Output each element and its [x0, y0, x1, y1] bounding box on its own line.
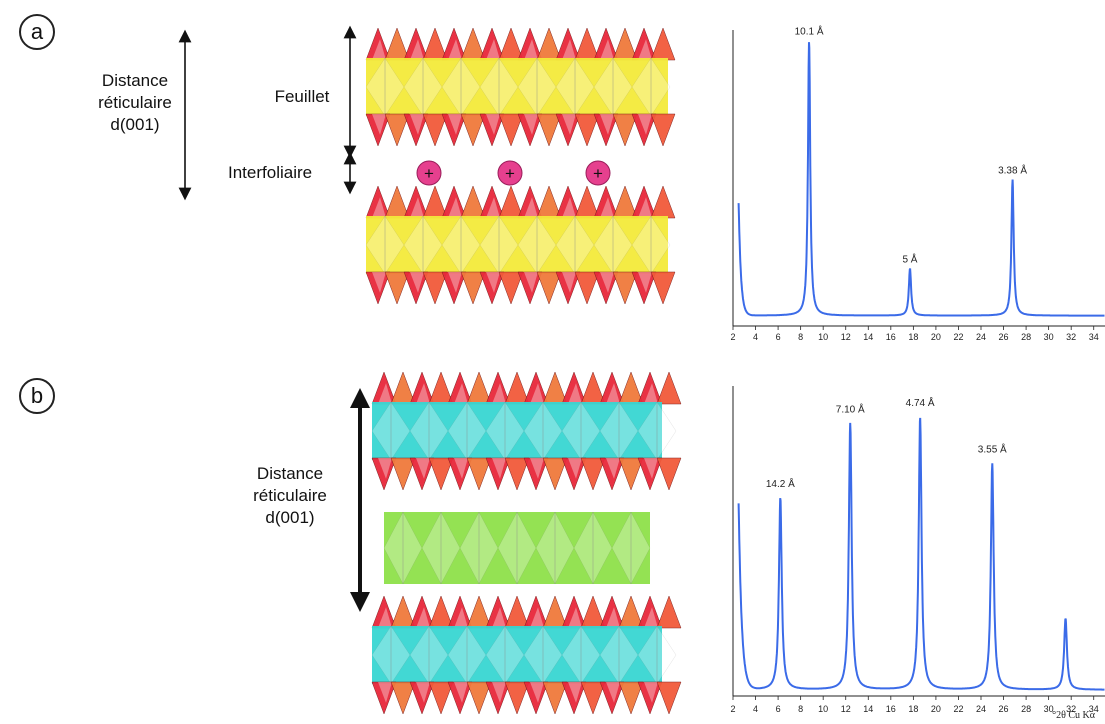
- peak-label: 14.2 Å: [766, 477, 795, 490]
- x-tick-label: 8: [798, 704, 803, 714]
- x-tick-label: 26: [999, 704, 1009, 714]
- svg-text:+: +: [593, 164, 603, 183]
- layer-b1-tetra-top: [371, 371, 682, 405]
- x-tick-label: 6: [776, 704, 781, 714]
- x-tick-label: 30: [1044, 704, 1054, 714]
- x-tick-label: 32: [1066, 704, 1076, 714]
- peak-label: 10.1 Å: [795, 24, 824, 37]
- svg-text:+: +: [424, 164, 434, 183]
- layer-b1-tetra-bottom: [371, 457, 682, 491]
- layer-a1-tetra-bottom: [365, 113, 676, 147]
- diffraction-trace: [737, 417, 1105, 691]
- x-tick-label: 2: [730, 332, 735, 342]
- layer-b2-tetra-top: [371, 595, 682, 629]
- peak-label: 3.38 Å: [998, 164, 1027, 177]
- x-tick-label: 2: [730, 704, 735, 714]
- x-tick-label: 34: [1089, 704, 1099, 714]
- x-tick-label: 24: [976, 704, 986, 714]
- peak-label: 7.10 Å: [836, 402, 865, 415]
- x-tick-label: 28: [1021, 704, 1031, 714]
- cation-3: +: [585, 160, 611, 186]
- x-tick-label: 24: [976, 332, 986, 342]
- x-tick-label: 26: [999, 332, 1009, 342]
- x-tick-label: 28: [1021, 332, 1031, 342]
- cation-2: +: [497, 160, 523, 186]
- panel-a-label: a: [19, 14, 55, 50]
- interfoliaire-label: Interfoliaire: [228, 163, 313, 182]
- layer-a2-tetra-bottom: [365, 271, 676, 305]
- layer-a1-octa: [365, 57, 671, 117]
- x-tick-label: 4: [753, 704, 758, 714]
- x-tick-label: 4: [753, 332, 758, 342]
- svg-text:+: +: [505, 164, 515, 183]
- x-tick-label: 32: [1066, 332, 1076, 342]
- x-tick-label: 20: [931, 704, 941, 714]
- x-tick-label: 22: [953, 332, 963, 342]
- layer-a1-tetra-top: [365, 27, 676, 61]
- distance-label-b: Distance réticulaire d(001): [253, 464, 327, 527]
- brucite-layer: [383, 511, 651, 585]
- panel-b-label: b: [19, 378, 55, 414]
- feuillet-label: Feuillet: [274, 87, 330, 106]
- x-tick-label: 6: [776, 332, 781, 342]
- x-tick-label: 22: [953, 704, 963, 714]
- layer-b2-tetra-bottom: [371, 681, 682, 715]
- x-tick-label: 8: [798, 332, 803, 342]
- layer-a2-tetra-top: [365, 185, 676, 219]
- peak-label: 4.74 Å: [906, 396, 935, 409]
- x-tick-label: 16: [886, 332, 896, 342]
- x-tick-label: 18: [908, 332, 918, 342]
- x-tick-label: 16: [886, 704, 896, 714]
- x-tick-label: 30: [1044, 332, 1054, 342]
- peak-label: 5 Å: [902, 252, 917, 265]
- x-tick-label: 10: [818, 332, 828, 342]
- distance-label-a: Distance réticulaire d(001): [98, 71, 172, 134]
- x-tick-label: 14: [863, 704, 873, 714]
- cation-1: +: [416, 160, 442, 186]
- x-tick-label: 12: [841, 332, 851, 342]
- layer-b1-octa: [371, 401, 677, 461]
- x-tick-label: 20: [931, 332, 941, 342]
- x-tick-label: 18: [908, 704, 918, 714]
- x-tick-label: 10: [818, 704, 828, 714]
- diffraction-trace: [737, 42, 1105, 317]
- x-tick-label: 34: [1089, 332, 1099, 342]
- layer-b2-octa: [371, 625, 677, 685]
- x-tick-label: 14: [863, 332, 873, 342]
- x-tick-label: 12: [841, 704, 851, 714]
- layer-a2-octa: [365, 215, 671, 275]
- peak-label: 3.55 Å: [978, 443, 1007, 456]
- x-axis-label: °2θ Cu Kα: [1052, 710, 1096, 721]
